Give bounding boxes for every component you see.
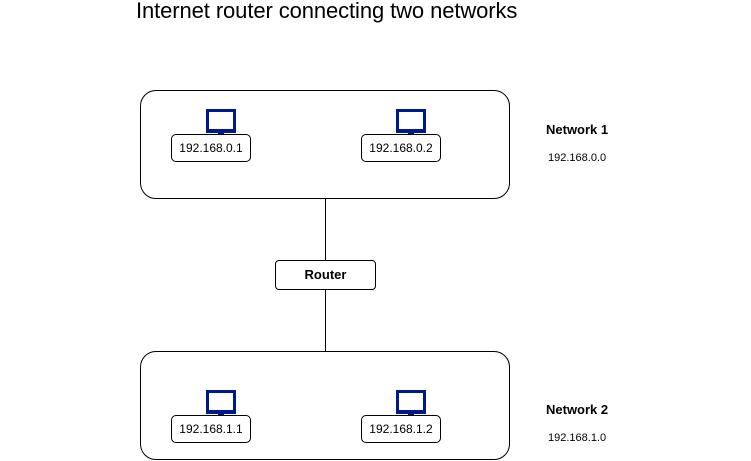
connector-router-network2	[325, 290, 326, 351]
router-node: Router	[275, 260, 376, 290]
ip-address-label: 192.168.1.1	[171, 415, 251, 443]
monitor-icon	[206, 390, 236, 421]
network-1-address: 192.168.0.0	[548, 152, 607, 164]
network-1-name: Network 1	[546, 122, 609, 137]
ip-address-label: 192.168.1.2	[361, 415, 441, 443]
ip-address-label: 192.168.0.2	[361, 134, 441, 162]
network-2-name: Network 2	[546, 402, 609, 417]
network-2-address: 192.168.1.0	[548, 432, 607, 444]
network-2-container: 192.168.1.1 192.168.1.2	[140, 351, 510, 460]
connector-network1-router	[325, 199, 326, 260]
ip-address-label: 192.168.0.1	[171, 134, 251, 162]
network-1-container: 192.168.0.1 192.168.0.2	[140, 90, 510, 199]
diagram-title: Internet router connecting two networks	[136, 0, 518, 23]
